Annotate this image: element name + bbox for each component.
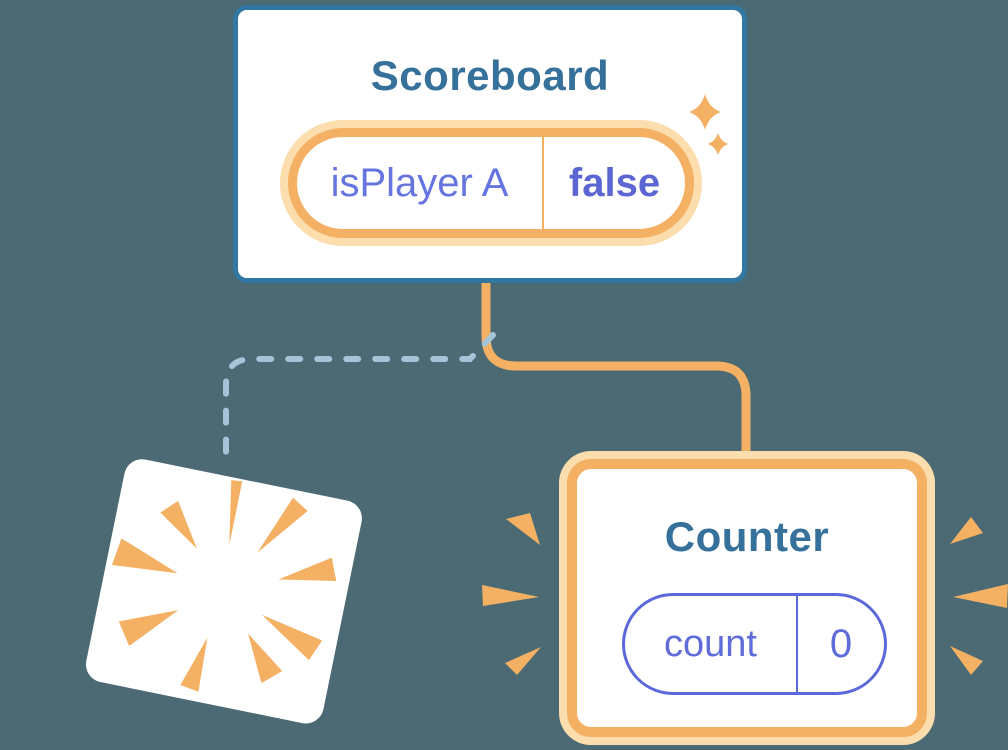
- scoreboard-title: Scoreboard: [370, 52, 610, 99]
- removed-connector-dashed-line: [223, 332, 496, 467]
- state-value-label: 0: [796, 596, 884, 692]
- state-value-label: false: [542, 137, 685, 229]
- scoreboard-state-pill: isPlayer A false: [288, 128, 694, 238]
- counter-component-card: Counter count 0: [567, 459, 927, 737]
- parent-child-connector-line: [481, 281, 751, 460]
- scoreboard-component-card: Scoreboard isPlayer A false: [233, 5, 747, 283]
- state-key-label: count: [664, 622, 757, 665]
- state-key-label: isPlayer A: [330, 160, 509, 205]
- counter-state-pill: count 0: [622, 593, 887, 695]
- poof-burst-icon: [111, 480, 337, 692]
- counter-title: Counter: [664, 513, 830, 560]
- destroyed-component-card: [82, 456, 366, 727]
